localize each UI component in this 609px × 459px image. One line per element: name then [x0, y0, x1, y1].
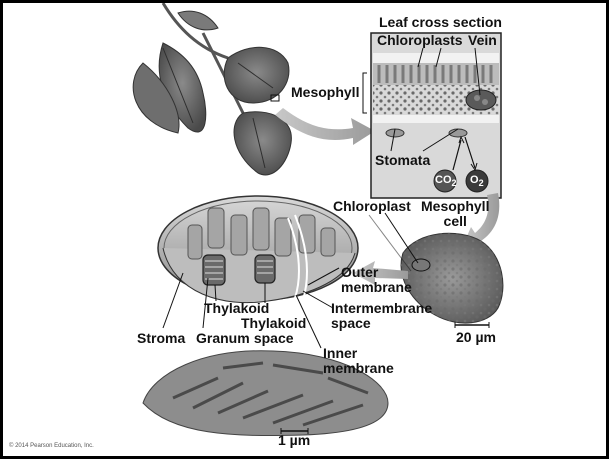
label-granum: Granum: [196, 331, 250, 346]
figure-frame: Leaf cross section Chloroplasts Vein Mes…: [3, 3, 606, 456]
label-leaf-cross-section: Leaf cross section: [379, 15, 502, 30]
label-stomata: Stomata: [375, 153, 430, 168]
label-chloroplasts: Chloroplasts: [377, 33, 463, 48]
label-scale-1um: 1 µm: [278, 433, 310, 448]
diagram-canvas: [3, 3, 606, 456]
leaf-illustration: [133, 3, 291, 175]
label-vein: Vein: [468, 33, 497, 48]
label-co2: CO2: [435, 174, 457, 188]
label-mesophyll: Mesophyll: [291, 85, 359, 100]
chloroplast-cutaway: [158, 196, 358, 303]
label-o2: O2: [470, 174, 484, 188]
label-stroma: Stroma: [137, 331, 185, 346]
copyright-notice: © 2014 Pearson Education, Inc.: [9, 443, 94, 449]
label-scale-20um: 20 µm: [456, 330, 496, 345]
label-chloroplast: Chloroplast: [333, 199, 411, 214]
label-thylakoid: Thylakoid: [204, 301, 269, 316]
